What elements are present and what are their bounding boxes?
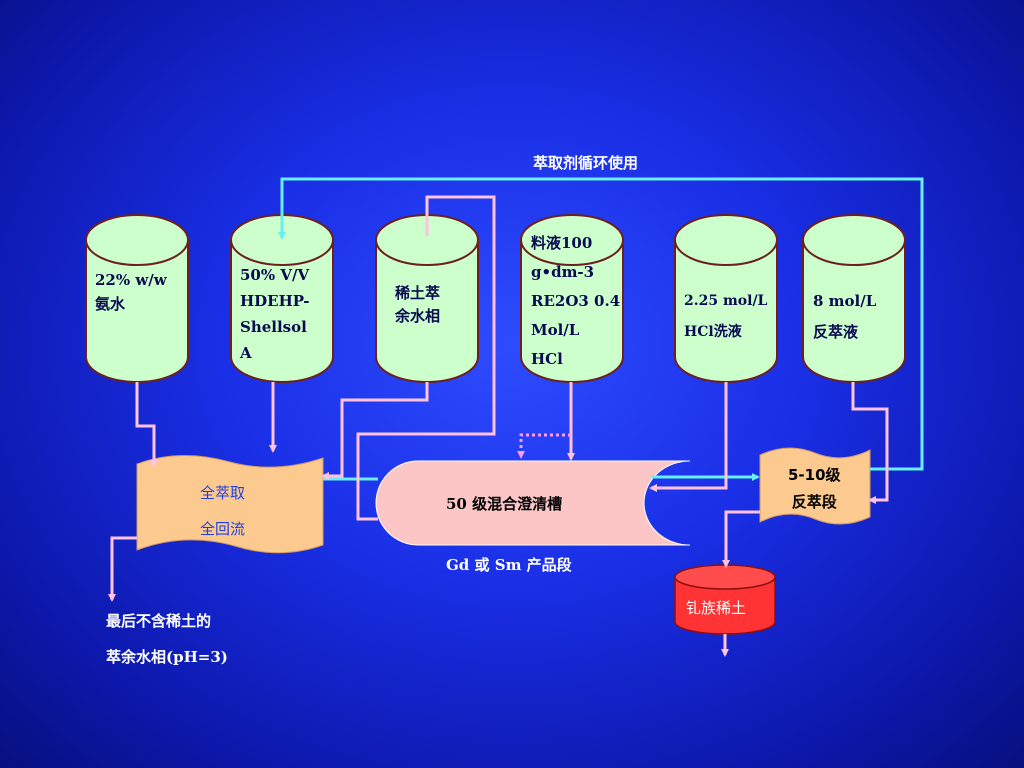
raffinate-return-line: [321, 382, 429, 480]
tank-feed-text: 料液100 g•dm-3 RE2O3 0.4 Mol/L HCl: [531, 229, 620, 374]
strip-concentration: 8 mol/L: [813, 292, 877, 310]
tank-wash: [674, 214, 778, 383]
final-raffinate-line: [108, 536, 137, 602]
hdehp-solvent: Shellsol: [240, 318, 307, 336]
feed-line5: HCl: [531, 350, 563, 368]
tank-hdehp: [230, 214, 334, 383]
final-raffinate-line1: 最后不含稀土的: [106, 612, 212, 630]
final-raffinate-text: 最后不含稀土的 萃余水相(pH=3): [106, 603, 228, 675]
strip-section: [759, 447, 871, 525]
strip-section-line1: 5-10级: [788, 466, 841, 484]
final-raffinate-line2: 萃余水相(pH=3): [106, 648, 228, 666]
strip-section-line2: 反萃段: [791, 493, 837, 511]
mixer-label: 50 级混合澄清槽: [446, 495, 563, 513]
ammonia-flow-line: [135, 382, 158, 468]
feed-line3: RE2O3 0.4: [531, 292, 621, 310]
raffinate-line2: 余水相: [395, 307, 441, 325]
tank-ammonia-text: 22% w/w 氨水: [95, 268, 167, 316]
wash-flow-line: [649, 382, 728, 492]
strip-acid-flow-line: [851, 382, 889, 504]
full-extraction-line1: 全萃取: [200, 484, 246, 502]
tank-hdehp-text: 50% V/V HDEHP- Shellsol A: [240, 262, 309, 366]
tank-raffinate: [375, 214, 479, 383]
strip-section-text: 5-10级 反萃段: [788, 462, 841, 516]
tank-wash-text: 2.25 mol/L HCl洗液: [684, 286, 767, 348]
raffinate-line1: 稀土萃: [395, 284, 441, 302]
mixer-caption: Gd 或 Sm 产品段: [446, 556, 572, 574]
hdehp-name: HDEHP-: [240, 292, 310, 310]
hdehp-solvent-suffix: A: [240, 344, 252, 362]
tank-strip: [802, 214, 906, 383]
feed-line1: 料液100: [531, 234, 593, 252]
tank-feed: [520, 214, 624, 383]
wash-name: HCl洗液: [684, 324, 742, 340]
full-extraction-text: 全萃取 全回流: [200, 475, 245, 547]
tank-product: [674, 564, 776, 635]
tank-raffinate-text: 稀土萃 余水相: [395, 282, 440, 328]
hdehp-concentration: 50% V/V: [240, 266, 310, 284]
feed-line2: g•dm-3: [531, 263, 595, 281]
wash-concentration: 2.25 mol/L: [684, 293, 768, 309]
product-label: 钆族稀土: [686, 599, 747, 617]
recycle-line: [278, 177, 924, 471]
dotted-flow-line: [517, 433, 571, 459]
feed-line4: Mol/L: [531, 321, 580, 339]
tank-ammonia: [85, 214, 189, 383]
ammonia-name: 氨水: [95, 295, 126, 313]
strip-name: 反萃液: [813, 323, 859, 341]
mixer-aqueous-to-raffinate-tank-line: [356, 195, 496, 521]
recycle-label: 萃取剂循环使用: [533, 154, 639, 172]
strip-to-product-line: [722, 510, 760, 568]
ammonia-concentration: 22% w/w: [95, 271, 167, 289]
tank-strip-text: 8 mol/L 反萃液: [813, 286, 876, 348]
full-extraction-section: [136, 455, 324, 554]
full-extraction-line2: 全回流: [200, 520, 246, 538]
